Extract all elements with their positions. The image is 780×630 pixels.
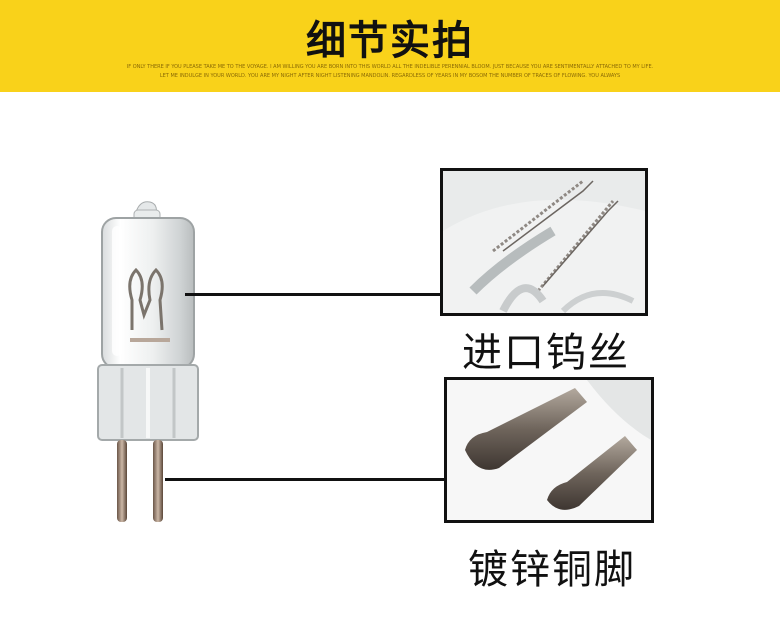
pins-caption: 镀锌铜脚 bbox=[468, 547, 636, 593]
filament-caption: 进口钨丝 bbox=[462, 330, 630, 376]
filament-closeup-image bbox=[440, 168, 648, 316]
decorative-text-line-1: IF ONLY THERE IF YOU PLEASE TAKE ME TO T… bbox=[126, 64, 654, 70]
galvanized-copper-pins-closeup-icon bbox=[447, 380, 651, 520]
callout-line-pins bbox=[165, 478, 447, 481]
halogen-bulb-image bbox=[97, 201, 199, 522]
decorative-text-line-2: LET ME INDULGE IN YOUR WORLD. YOU ARE MY… bbox=[159, 73, 621, 79]
callout-line-filament bbox=[185, 293, 442, 296]
page-title: 细节实拍 bbox=[306, 17, 474, 64]
pins-closeup-image bbox=[444, 377, 654, 523]
header-banner: 细节实拍 IF ONLY THERE IF YOU PLEASE TAKE ME… bbox=[0, 0, 780, 92]
tungsten-filament-closeup-icon bbox=[443, 171, 645, 313]
